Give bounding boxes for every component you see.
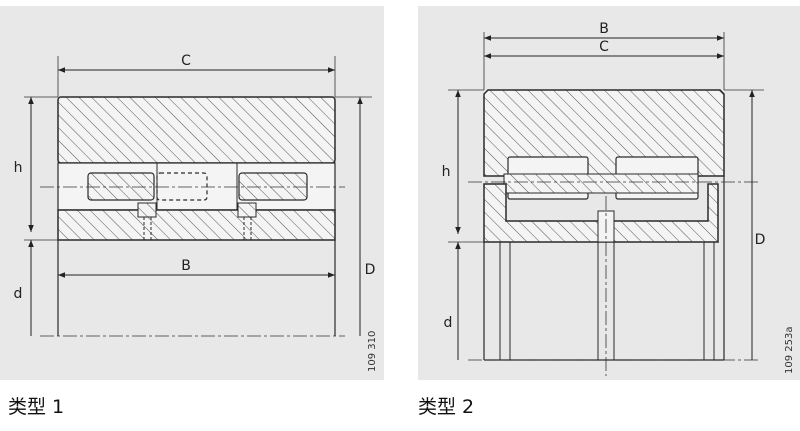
type2-drawing-panel: B C h d D 109 253a <box>418 6 800 380</box>
type2-caption: 类型 2 <box>418 396 475 418</box>
type2-label-C: C <box>599 39 609 55</box>
type1-label-D: D <box>365 262 376 278</box>
type1-drawing-panel: C B h d D 109 310 <box>0 6 384 380</box>
type1-lube-hole-left <box>137 202 157 218</box>
type1-roller-left <box>87 172 155 201</box>
type2-label-B: B <box>599 21 609 37</box>
type1-lube-hole-right <box>237 202 257 218</box>
type2-label-d: d <box>444 315 453 331</box>
type1-inner-ring <box>57 209 336 241</box>
type2-inner-ring <box>483 183 719 243</box>
type1-label-d: d <box>14 286 23 302</box>
type1-roller-hidden <box>156 172 208 201</box>
type1-roller-right <box>238 172 308 201</box>
type2-label-D: D <box>755 232 766 248</box>
type1-drawing-number: 109 310 <box>367 331 378 372</box>
type2-label-h: h <box>442 164 451 180</box>
type2-drawing-number: 109 253a <box>784 327 795 374</box>
type2-cage <box>503 173 699 194</box>
type1-label-B: B <box>181 258 191 274</box>
type1-label-C: C <box>181 53 191 69</box>
type1-bearing-drawing: C B h d D 109 310 <box>14 53 378 372</box>
type2-bearing-drawing: B C h d D 109 253a <box>442 21 795 376</box>
type1-outer-ring <box>57 96 336 164</box>
type1-caption: 类型 1 <box>8 396 65 418</box>
type1-label-h: h <box>14 160 23 176</box>
